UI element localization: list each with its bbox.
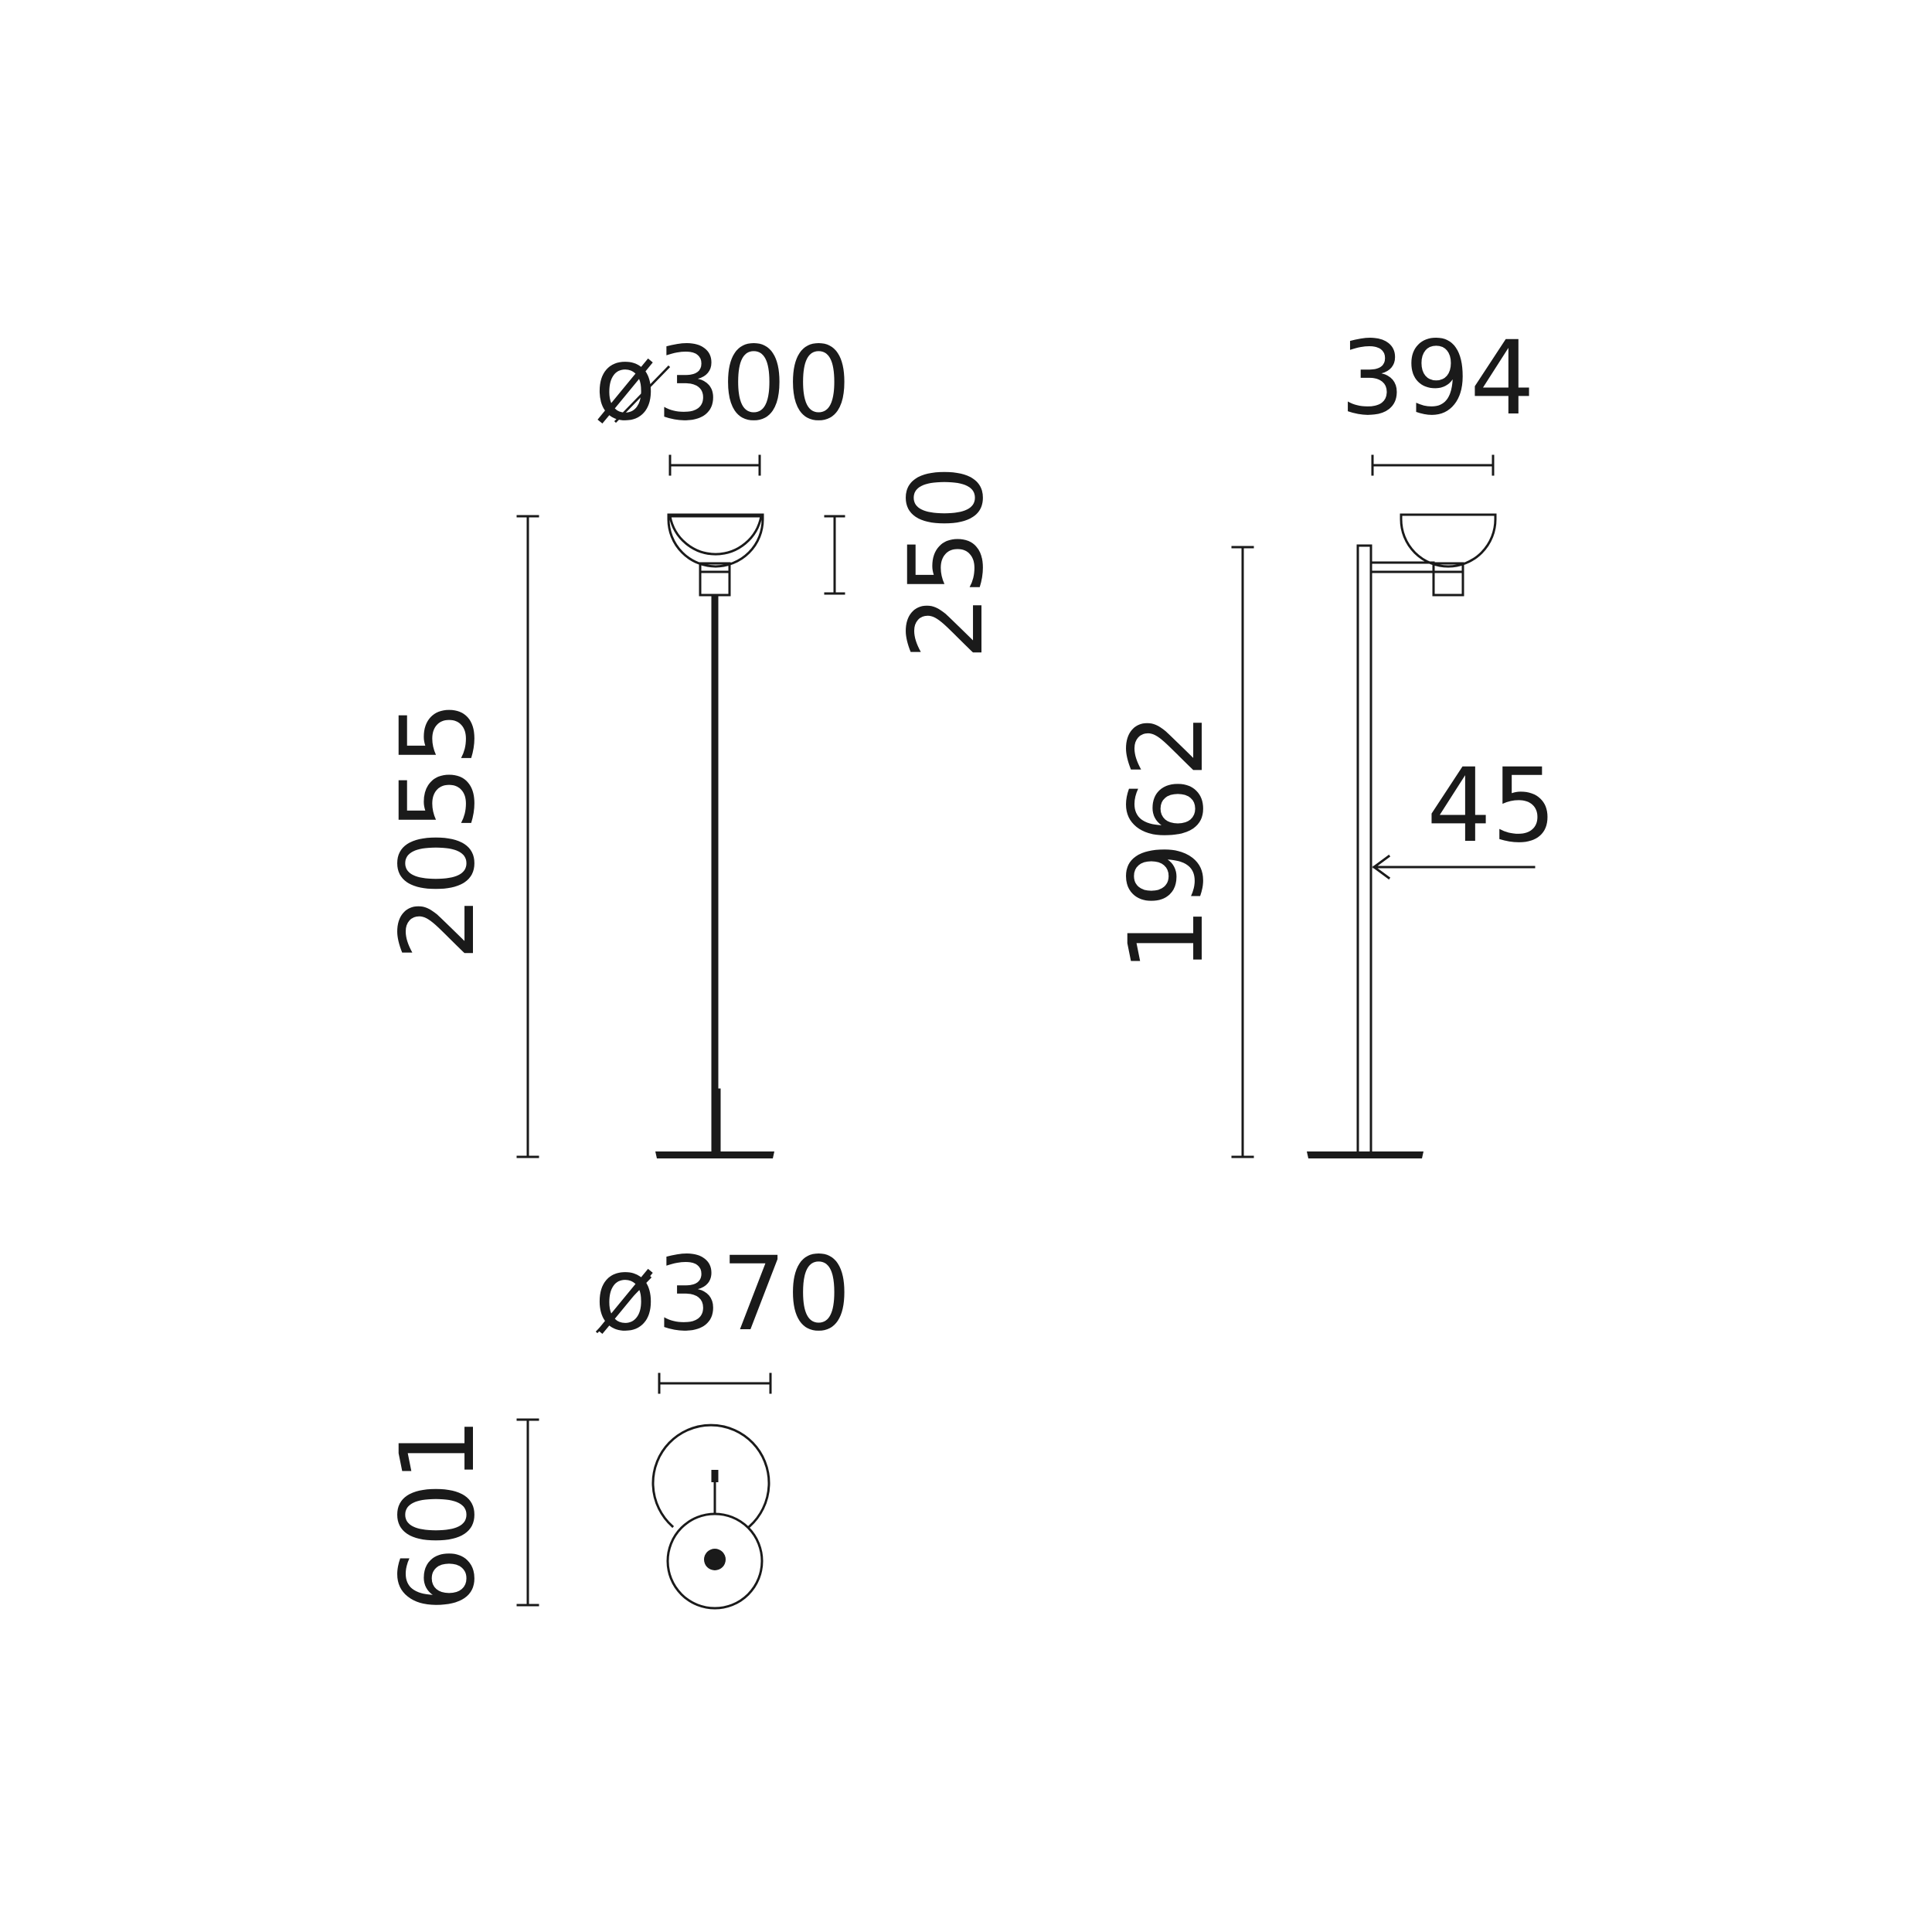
label-total-height-front: 2055 — [379, 701, 498, 961]
label-stem-width: 45 — [1427, 747, 1556, 866]
dim-head-diameter — [668, 454, 761, 476]
dim-total-height-front — [516, 515, 539, 1158]
side-lamp-base — [1307, 1151, 1423, 1158]
label-arm-reach: 394 — [1340, 319, 1535, 438]
dim-stem-width — [1372, 854, 1536, 880]
dim-footprint-depth — [516, 1418, 539, 1607]
label-head-height: 250 — [887, 465, 1006, 660]
side-lamp-socket — [1432, 562, 1464, 597]
dim-head-height — [824, 515, 845, 595]
front-view: 2055 250 ø300 — [379, 325, 1006, 1158]
side-lamp-arm — [1369, 561, 1435, 573]
front-lamp-socket — [699, 562, 731, 597]
side-lamp-stem — [1356, 544, 1372, 1155]
label-stem-height-side: 1962 — [1107, 713, 1226, 972]
front-lamp-base — [655, 1151, 774, 1158]
side-view: 1962 394 45 — [1107, 319, 1556, 1158]
diameter-slash-head — [614, 365, 671, 423]
plan-shade-outline — [651, 1423, 770, 1529]
dim-stem-height-side — [1231, 546, 1254, 1158]
label-head-diameter: ø300 — [594, 325, 852, 444]
front-lamp-shade — [667, 513, 764, 568]
dim-arm-reach — [1371, 454, 1495, 476]
label-footprint-depth: 601 — [379, 1417, 498, 1612]
label-base-diameter: ø370 — [594, 1235, 852, 1354]
plan-view: ø370 601 — [379, 1235, 851, 1612]
diameter-slash-base — [595, 1275, 652, 1334]
side-lamp-shade — [1400, 513, 1497, 568]
dim-base-diameter — [658, 1372, 772, 1394]
plan-stem-dot — [704, 1549, 726, 1570]
